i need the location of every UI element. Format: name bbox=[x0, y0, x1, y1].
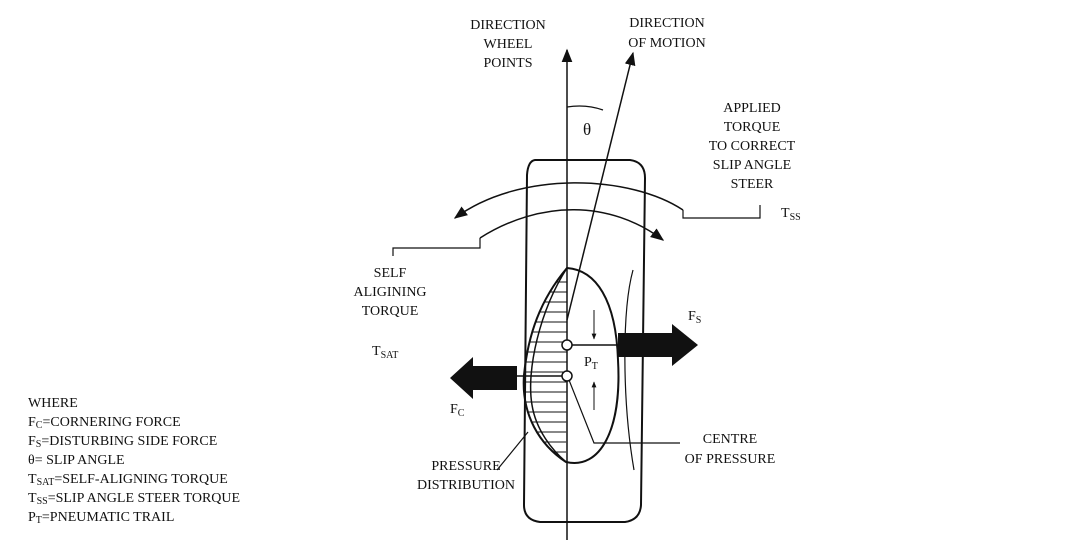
contact-patch bbox=[522, 266, 620, 464]
svg-text:POINTS: POINTS bbox=[483, 56, 532, 71]
side-force-arrow bbox=[618, 324, 698, 366]
centre-of-pressure-pointer bbox=[568, 379, 680, 444]
centre-of-pressure-point bbox=[561, 370, 573, 382]
legend-item: θ= SLIP ANGLE bbox=[28, 453, 125, 468]
legend-item: FC=CORNERING FORCE bbox=[28, 415, 181, 431]
cornering-force-arrow bbox=[450, 357, 517, 399]
svg-text:OF PRESSURE: OF PRESSURE bbox=[685, 452, 776, 467]
applied-torque-label: APPLIED TORQUE TO CORRECT SLIP ANGLE STE… bbox=[709, 101, 796, 192]
t-sat-symbol: TSAT bbox=[372, 344, 398, 361]
svg-text:SELF: SELF bbox=[374, 266, 407, 281]
p-t-symbol: PT bbox=[584, 355, 598, 372]
slip-angle-arc bbox=[566, 105, 604, 111]
svg-text:ALIGINING: ALIGINING bbox=[353, 285, 426, 300]
self-aligning-torque-leader bbox=[392, 238, 481, 256]
self-aligning-torque-label: SELF ALIGINING TORQUE bbox=[353, 266, 426, 319]
svg-text:TORQUE: TORQUE bbox=[362, 304, 419, 319]
svg-text:TO CORRECT: TO CORRECT bbox=[709, 139, 796, 154]
svg-text:TORQUE: TORQUE bbox=[724, 120, 781, 135]
legend: WHERE FC=CORNERING FORCE FS=DISTURBING S… bbox=[28, 394, 240, 527]
svg-text:OF MOTION: OF MOTION bbox=[628, 36, 705, 51]
f-s-symbol: FS bbox=[688, 309, 701, 326]
pressure-hatching bbox=[523, 281, 567, 453]
legend-item: FS=DISTURBING SIDE FORCE bbox=[28, 434, 218, 450]
pressure-distribution-pointer bbox=[496, 431, 529, 471]
svg-text:WHEEL: WHEEL bbox=[484, 37, 533, 52]
legend-item: TSS=SLIP ANGLE STEER TORQUE bbox=[28, 491, 241, 507]
tyre-outline bbox=[522, 159, 647, 523]
svg-text:PRESSURE: PRESSURE bbox=[431, 459, 500, 474]
side-force-point bbox=[561, 339, 573, 351]
svg-text:DIRECTION: DIRECTION bbox=[470, 18, 545, 33]
legend-item: TSAT=SELF-ALIGNING TORQUE bbox=[28, 472, 228, 488]
legend-heading: WHERE bbox=[28, 396, 78, 411]
applied-torque-leader bbox=[682, 205, 761, 219]
f-c-symbol: FC bbox=[450, 402, 465, 419]
centre-of-pressure-label: CENTRE OF PRESSURE bbox=[685, 432, 776, 467]
svg-text:CENTRE: CENTRE bbox=[703, 432, 757, 447]
legend-item: PT=PNEUMATIC TRAIL bbox=[28, 510, 175, 526]
applied-torque-arc bbox=[453, 182, 684, 219]
svg-text:DISTRIBUTION: DISTRIBUTION bbox=[417, 478, 515, 493]
direction-of-motion-label: DIRECTION OF MOTION bbox=[628, 16, 705, 51]
pressure-distribution-curve bbox=[529, 267, 568, 463]
motion-direction-line bbox=[566, 51, 636, 321]
t-ss-symbol: TSS bbox=[781, 206, 801, 223]
theta-symbol: θ bbox=[583, 120, 591, 139]
direction-wheel-points-label: DIRECTION WHEEL POINTS bbox=[470, 18, 545, 71]
pressure-distribution-label: PRESSURE DISTRIBUTION bbox=[417, 459, 515, 493]
svg-text:APPLIED: APPLIED bbox=[723, 101, 781, 116]
svg-text:SLIP ANGLE: SLIP ANGLE bbox=[713, 158, 791, 173]
svg-text:DIRECTION: DIRECTION bbox=[629, 16, 704, 31]
self-aligning-torque-arc bbox=[479, 209, 665, 241]
svg-text:STEER: STEER bbox=[731, 177, 774, 192]
tyre-tread-line bbox=[624, 269, 635, 471]
